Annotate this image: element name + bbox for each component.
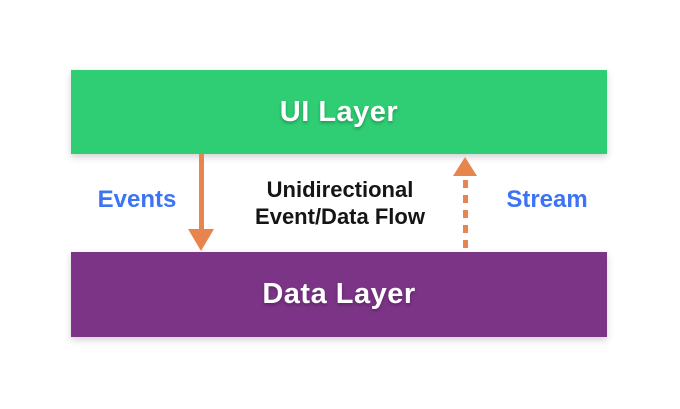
stream-arrowhead-icon <box>453 157 477 176</box>
events-arrow-shaft <box>199 154 204 231</box>
ui-layer-label: UI Layer <box>279 95 399 128</box>
data-layer-box: Data Layer <box>71 252 607 337</box>
stream-up-arrow-icon <box>452 157 478 252</box>
stream-label: Stream <box>506 186 588 213</box>
flow-note-line2: Event/Data Flow <box>255 204 425 229</box>
events-label: Events <box>97 186 177 213</box>
events-down-arrow-icon <box>186 154 216 251</box>
ui-layer-box: UI Layer <box>71 70 607 154</box>
stream-arrow-dashed-shaft <box>463 180 468 252</box>
data-layer-label: Data Layer <box>262 278 416 310</box>
events-arrowhead-icon <box>188 229 214 251</box>
flow-note-line1: Unidirectional <box>266 177 414 202</box>
flow-note: Unidirectional Event/Data Flow <box>225 176 455 230</box>
